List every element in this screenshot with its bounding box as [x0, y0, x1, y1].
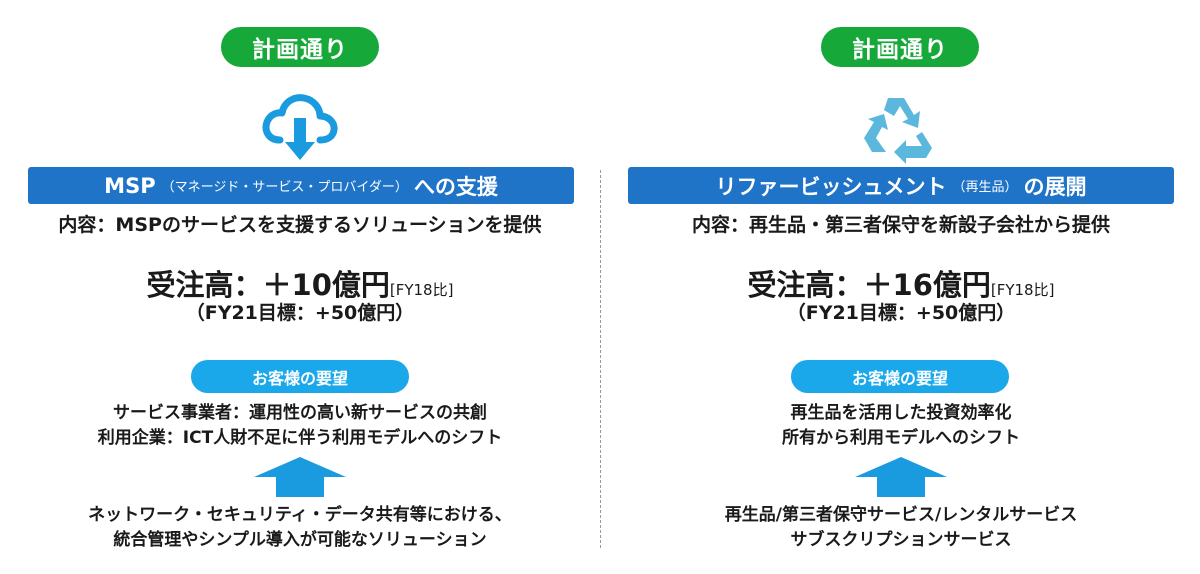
needs-line: 所有から利用モデルへのシフト	[782, 428, 1020, 448]
orders-label: 受注高：＋16億円	[747, 268, 991, 302]
solutions: ネットワーク・セキュリティ・データ共有等における、 統合管理やシンプル導入が可能…	[0, 503, 600, 553]
column-divider	[600, 170, 601, 548]
title-tail: の展開	[1023, 174, 1087, 199]
content-description: 内容：MSPのサービスを支援するソリューションを提供	[58, 214, 542, 236]
recycle-icon	[860, 88, 940, 164]
orders-note: [FY18比]	[990, 281, 1055, 299]
refurbishment-title-bar: リファービッシュメント （再生品） の展開	[628, 167, 1174, 204]
customer-needs: サービス事業者：運用性の高い新サービスの共創 利用企業：ICT人財不足に伴う利用…	[0, 401, 600, 451]
solutions-line: ネットワーク・セキュリティ・データ共有等における、	[88, 505, 512, 525]
status-badge: 計画通り	[221, 27, 379, 67]
msp-column: 計画通り MSP （マネージド・サービス・プロバイダー） への支援 内容：MSP…	[0, 27, 600, 553]
orders-received: 受注高：＋10億円[FY18比]	[0, 262, 600, 304]
title-main: リファービッシュメント	[715, 174, 947, 199]
msp-title-bar: MSP （マネージド・サービス・プロバイダー） への支援	[28, 167, 574, 204]
solutions-line: サブスクリプションサービス	[790, 530, 1012, 550]
needs-badge: お客様の要望	[791, 360, 1009, 393]
needs-line: 利用企業：ICT人財不足に伴う利用モデルへのシフト	[97, 428, 503, 448]
needs-line: 再生品を活用した投資効率化	[790, 403, 1012, 423]
refurbishment-column: 計画通り リファービッシュメント （再生品） の展開 内容：再生品・第三者保守を…	[602, 0, 1200, 574]
arrow-up-icon	[254, 457, 346, 497]
orders-note: [FY18比]	[389, 281, 454, 299]
arrow-up-icon	[855, 457, 947, 497]
customer-needs: 再生品を活用した投資効率化 所有から利用モデルへのシフト	[602, 401, 1200, 451]
content-description: 内容：再生品・第三者保守を新設子会社から提供	[691, 214, 1110, 236]
solutions: 再生品/第三者保守サービス/レンタルサービス サブスクリプションサービス	[602, 503, 1200, 553]
orders-label: 受注高：＋10億円	[146, 268, 390, 302]
orders-received: 受注高：＋16億円[FY18比]	[602, 262, 1200, 304]
title-main: MSP	[104, 173, 156, 198]
needs-line: サービス事業者：運用性の高い新サービスの共創	[113, 403, 487, 423]
needs-badge: お客様の要望	[191, 360, 409, 393]
title-sub: （マネージド・サービス・プロバイダー）	[161, 180, 408, 195]
title-sub: （再生品）	[952, 180, 1018, 195]
fy21-target: （FY21目標：+50億円）	[786, 302, 1016, 324]
solutions-line: 再生品/第三者保守サービス/レンタルサービス	[724, 505, 1078, 525]
fy21-target: （FY21目標：+50億円）	[185, 302, 415, 324]
cloud-download-icon	[260, 88, 340, 164]
status-badge: 計画通り	[821, 27, 979, 67]
title-tail: への支援	[413, 174, 498, 199]
solutions-line: 統合管理やシンプル導入が可能なソリューション	[113, 530, 487, 550]
